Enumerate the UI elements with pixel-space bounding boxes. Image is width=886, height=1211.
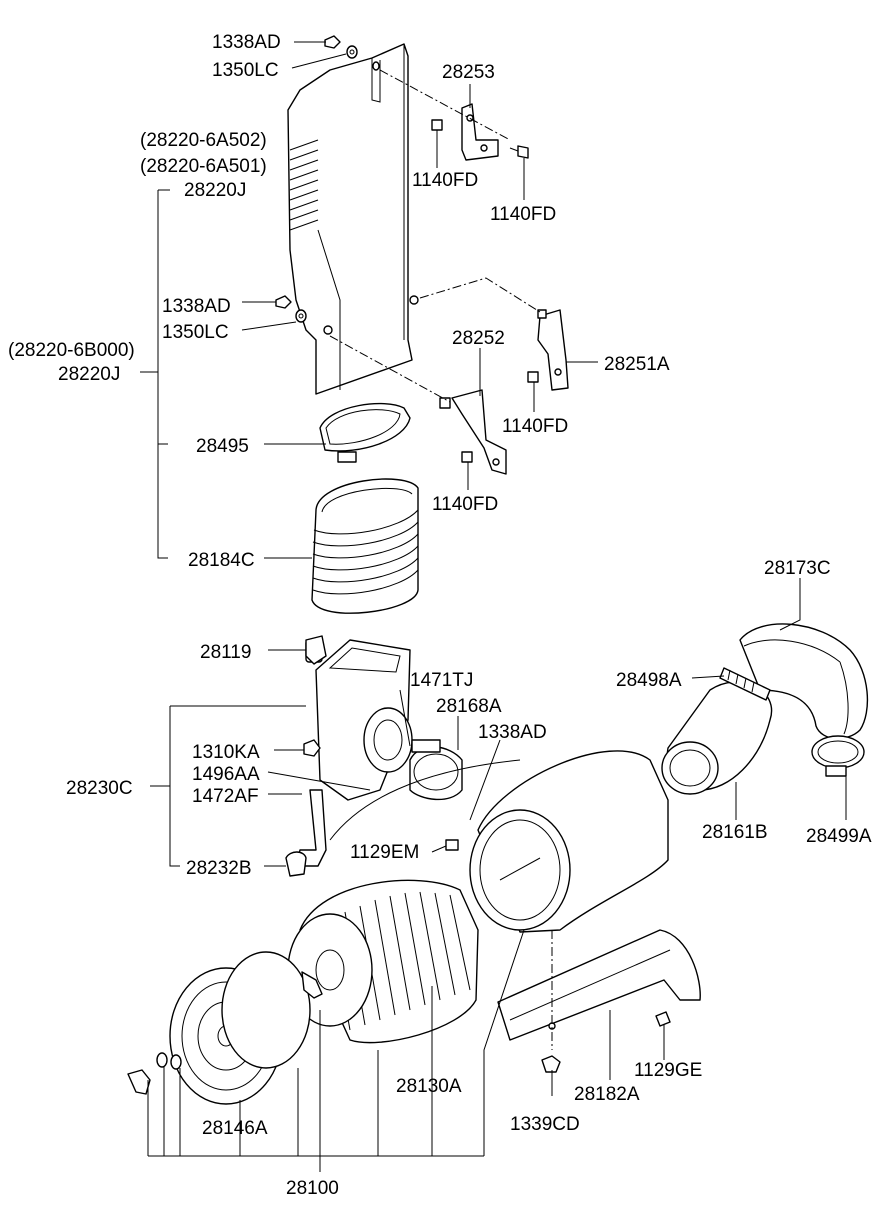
label-1129EM: 1129EM bbox=[350, 842, 419, 863]
clamp-28495 bbox=[319, 402, 411, 463]
nut-1339CD bbox=[541, 1055, 561, 1073]
label-28232B: 28232B bbox=[186, 858, 252, 879]
bracket-28252 bbox=[451, 389, 507, 475]
label-28495: 28495 bbox=[196, 436, 249, 457]
label-1140FD-d: 1140FD bbox=[432, 494, 498, 515]
label-28146A: 28146A bbox=[202, 1118, 268, 1139]
bracket-28251A bbox=[537, 309, 569, 391]
label-1338AD-mid: 1338AD bbox=[162, 296, 231, 317]
label-1140FD-a: 1140FD bbox=[412, 170, 478, 191]
label-28182A: 28182A bbox=[574, 1084, 640, 1105]
air-cleaner-body bbox=[469, 750, 669, 933]
label-28100: 28100 bbox=[286, 1178, 339, 1199]
label-1310KA: 1310KA bbox=[192, 742, 260, 763]
cap-28119 bbox=[305, 635, 327, 665]
label-1140FD-b: 1140FD bbox=[490, 204, 556, 225]
label-1338AD-low: 1338AD bbox=[478, 722, 547, 743]
label-28119: 28119 bbox=[200, 642, 251, 663]
label-1496AA: 1496AA bbox=[192, 764, 260, 785]
label-1339CD: 1339CD bbox=[510, 1114, 580, 1135]
label-1471TJ: 1471TJ bbox=[410, 670, 473, 691]
label-28173C: 28173C bbox=[764, 558, 831, 579]
label-28253: 28253 bbox=[442, 62, 495, 83]
label-28168A: 28168A bbox=[436, 696, 502, 717]
label-28161B: 28161B bbox=[702, 822, 768, 843]
label-28220-6B000: (28220-6B000) bbox=[8, 340, 135, 361]
elbow-hose-28173C bbox=[739, 623, 869, 740]
label-28184C: 28184C bbox=[188, 550, 255, 571]
nut-washer bbox=[275, 35, 358, 323]
bellows-hose-28184C bbox=[311, 478, 419, 614]
leader-lines bbox=[140, 41, 847, 1172]
label-1472AF: 1472AF bbox=[192, 786, 259, 807]
filter-element bbox=[287, 879, 479, 1044]
bracket-28253 bbox=[461, 103, 499, 161]
hose-28161B bbox=[661, 681, 773, 795]
label-28251A: 28251A bbox=[604, 354, 670, 375]
resonator-28230C bbox=[305, 639, 413, 801]
bolt-1140FD bbox=[431, 119, 547, 463]
label-28499A: 28499A bbox=[806, 826, 872, 847]
label-28230C: 28230C bbox=[66, 778, 133, 799]
nut-1310KA bbox=[303, 739, 321, 757]
bolt-1129EM bbox=[445, 839, 459, 851]
breather-hose-28232B bbox=[285, 759, 521, 877]
label-28252: 28252 bbox=[452, 328, 505, 349]
clamp-28498A bbox=[719, 667, 771, 701]
air-duct-28220J bbox=[287, 43, 419, 395]
label-28220-6A501: (28220-6A501) bbox=[140, 156, 267, 177]
clamp-28499A bbox=[811, 735, 865, 777]
bolt-1129GE bbox=[655, 1011, 671, 1027]
label-28220J-top: 28220J bbox=[184, 180, 246, 201]
assembly-center-lines bbox=[329, 69, 553, 1050]
hose-28168A bbox=[409, 739, 463, 801]
label-28498A: 28498A bbox=[616, 670, 682, 691]
label-1129GE: 1129GE bbox=[634, 1060, 702, 1081]
bracket-28182A bbox=[497, 929, 701, 1041]
label-28130A: 28130A bbox=[396, 1076, 462, 1097]
label-1338AD-top: 1338AD bbox=[212, 32, 281, 53]
wing-nut bbox=[127, 971, 323, 1095]
label-1140FD-c: 1140FD bbox=[502, 416, 568, 437]
label-28220J-mid: 28220J bbox=[58, 364, 120, 385]
cover-28146A bbox=[169, 951, 311, 1105]
label-28220-6A502: (28220-6A502) bbox=[140, 130, 267, 151]
label-1350LC-mid: 1350LC bbox=[162, 322, 229, 343]
label-1350LC-top: 1350LC bbox=[212, 60, 279, 81]
part-labels: 1338AD 1350LC 28253 (28220-6A502) (28220… bbox=[8, 32, 872, 1199]
